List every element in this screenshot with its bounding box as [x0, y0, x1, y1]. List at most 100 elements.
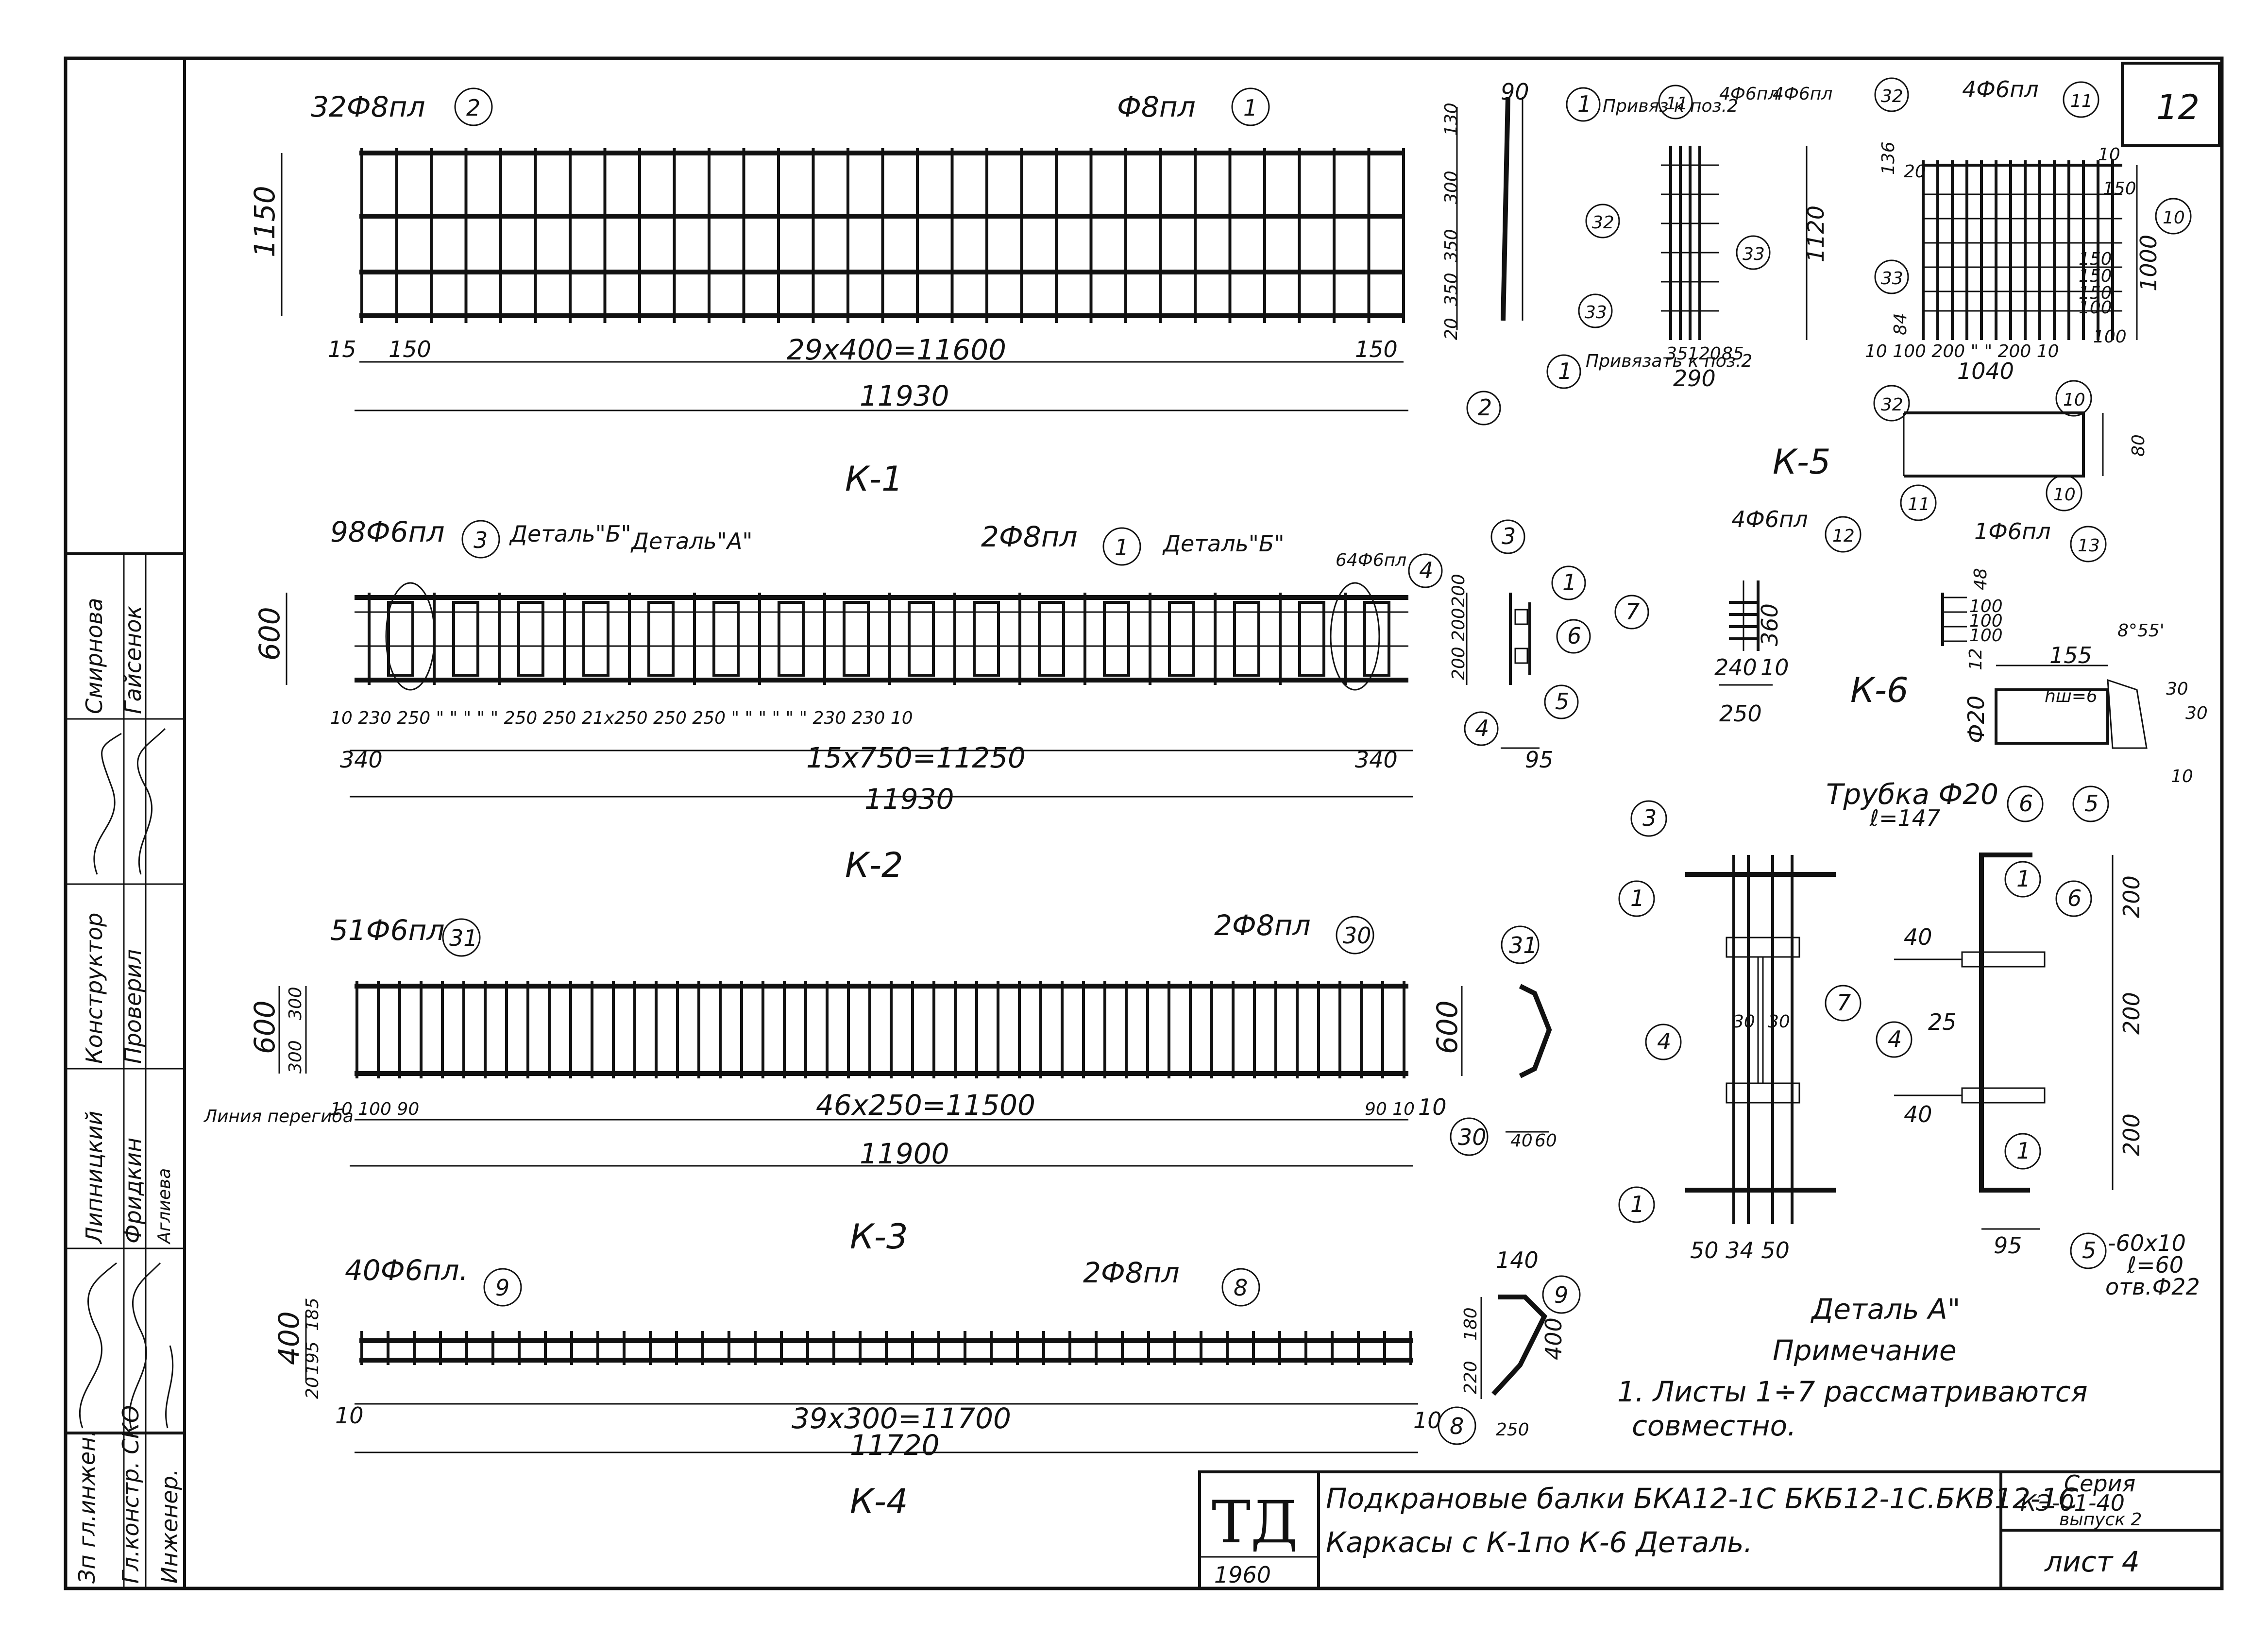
detail-a-side-mark-5: 5 [2082, 1237, 2096, 1263]
stamp-col-1-extra: Аглиева [154, 1168, 174, 1245]
detail-a-mark-7-circle [1825, 985, 1862, 1022]
k2-sec-d200b: 200 [1449, 608, 1469, 641]
k6-right-dim-5: 12 [1966, 648, 1986, 670]
k2-sec-d200a: 200 [1449, 574, 1469, 607]
k5-plan-mark-32: 32 [1881, 395, 1903, 415]
k6-left-d360: 360 [1757, 603, 1783, 646]
detail-a-front-mark-1b-circle [1618, 1186, 1655, 1223]
stamp-role-3: Инженер. [156, 1469, 183, 1584]
note-heading: Примечание [1773, 1334, 1957, 1367]
k3-sec-mark-30-circle [1450, 1117, 1489, 1156]
k4-mark-9-circle [483, 1268, 522, 1307]
k4-sec-d250: 250 [1496, 1420, 1529, 1440]
k6-left [1719, 580, 1773, 686]
k5-front [1661, 146, 1808, 340]
k3-bar-right: 2Ф8пл [1214, 909, 1311, 942]
k2-detail-b-left: Деталь"Б" [509, 521, 631, 547]
k4-mark-9: 9 [495, 1275, 509, 1301]
detail-b-mark-5-circle [2072, 785, 2109, 822]
detail-a-mark-7: 7 [1837, 990, 1851, 1016]
k5-side-dim-3: 150 [2079, 283, 2112, 303]
detail-b-mark-6-circle [2007, 785, 2044, 822]
detail-a-d30b: 30 [1768, 1012, 1790, 1032]
k5-front-mark-32-circle [1874, 77, 1909, 112]
k6-right [1941, 593, 1967, 646]
k5-side-d20: 20 [1904, 162, 1926, 182]
detail-a-plate: -60х10 [2108, 1230, 2186, 1256]
k2-sec-d200c: 200 [1449, 647, 1469, 680]
k5-front-mark-33a: 33 [1585, 303, 1607, 323]
k2-caption: К-2 [845, 845, 903, 885]
detail-a-plate-len: ℓ=60 [2127, 1252, 2183, 1278]
stamp-col-3-role: Смирнова [81, 598, 107, 714]
signature-5 [165, 1345, 174, 1429]
detail-a-d200b: 200 [2118, 992, 2145, 1035]
k1-sec-mark-2-circle [1466, 391, 1501, 426]
k4-sec-d220: 220 [1461, 1361, 1481, 1394]
detail-b-tube: Трубка Ф20 [1826, 778, 1998, 811]
note-text-1: 1. Листы 1÷7 рассматриваются [1617, 1375, 2088, 1408]
k6-left-d250: 250 [1719, 700, 1762, 727]
k3-d300b: 300 [286, 1040, 305, 1074]
detail-a-front-mark-1-circle [1618, 880, 1655, 917]
signature-3 [79, 1262, 117, 1429]
series-label: Серия [2064, 1470, 2135, 1497]
k5-plan-mark-10a: 10 [2063, 390, 2085, 410]
k3-mark-31-circle [442, 918, 481, 957]
k2-dim-span: 15х750=11250 [806, 741, 1026, 774]
k5-front-mark-32: 32 [1881, 86, 1903, 106]
k1-sec-mark-1b-circle [1546, 354, 1581, 389]
detail-a-d95: 95 [1994, 1232, 2022, 1259]
k1-bar-top-right: Ф8пл [1117, 90, 1196, 123]
k5-side-d136: 136 [1879, 141, 1898, 175]
k5-front-mark-32b-circle [1585, 204, 1620, 239]
detail-a-hole: отв.Ф22 [2105, 1274, 2200, 1300]
detail-a-front-mark-4: 4 [1657, 1028, 1671, 1055]
k4-mark-8: 8 [1234, 1275, 1248, 1301]
stamp-role-1: Зп гл.инжен. [74, 1430, 100, 1584]
k2-cage [1363, 601, 1390, 677]
k4-bar-right: 2Ф8пл [1083, 1256, 1180, 1289]
stamp-col-2-name: Проверил [120, 949, 146, 1064]
k4-mark-8-circle [1221, 1268, 1260, 1307]
k3-dims-left: 10 100 90 [330, 1099, 419, 1119]
k1-height: 1150 [248, 186, 281, 257]
k2-sec-mark-7-circle [1614, 595, 1649, 630]
k3-section [1461, 984, 1552, 1133]
k5-plan [1903, 411, 2104, 478]
k2-cage [1168, 601, 1195, 677]
detail-a-front [1685, 855, 1836, 1224]
k5-front-d290: 290 [1673, 365, 1716, 392]
k1-sec-mark-1b: 1 [1558, 358, 1572, 384]
k5-side-d84: 84 [1891, 313, 1911, 335]
k5-plan-mark-11: 11 [1908, 495, 1930, 514]
k6-left-mark-12: 12 [1832, 526, 1855, 546]
k5-front-mark-32b: 32 [1592, 213, 1614, 233]
k4-sec-d400: 400 [1540, 1317, 1567, 1360]
k5-side-dim-1: 150 [2079, 249, 2112, 269]
k4-elevation [305, 1312, 1418, 1453]
k5-side-d1040: 1040 [1957, 358, 2014, 384]
k5-plan-mark-10b: 10 [2053, 485, 2076, 505]
detail-a-front-mark-3-circle [1630, 800, 1667, 837]
k5-plan-d80: 80 [2129, 434, 2149, 457]
k2-dim-340-left: 340 [340, 747, 383, 773]
k1-section [1456, 97, 1523, 330]
k2-bar-right: 64Ф6пл [1336, 550, 1406, 570]
k6-left-bar: 4Ф6пл [1731, 506, 1808, 532]
k1-sec-d20: 20 [1441, 318, 1461, 340]
k3-height: 600 [248, 1000, 281, 1054]
k2-cage [517, 601, 544, 677]
k4-dim-10-left: 10 [335, 1402, 364, 1429]
detail-a-d200c: 200 [2118, 1113, 2145, 1156]
k2-height: 600 [253, 607, 286, 661]
k2-dims-row: 10 230 250 " " " " " 250 250 21х250 250 … [330, 708, 913, 728]
detail-a-side-mark-5-circle [2070, 1232, 2107, 1269]
k2-cage [647, 601, 675, 677]
k4-dim-span: 39х300=11700 [792, 1402, 1011, 1435]
k2-cage [452, 601, 479, 677]
k6-left-mark-12-circle [1825, 516, 1862, 553]
k3-sec-mark-30: 30 [1458, 1124, 1487, 1150]
k2-section [1466, 593, 1540, 749]
k2-mark-1: 1 [1115, 534, 1129, 561]
